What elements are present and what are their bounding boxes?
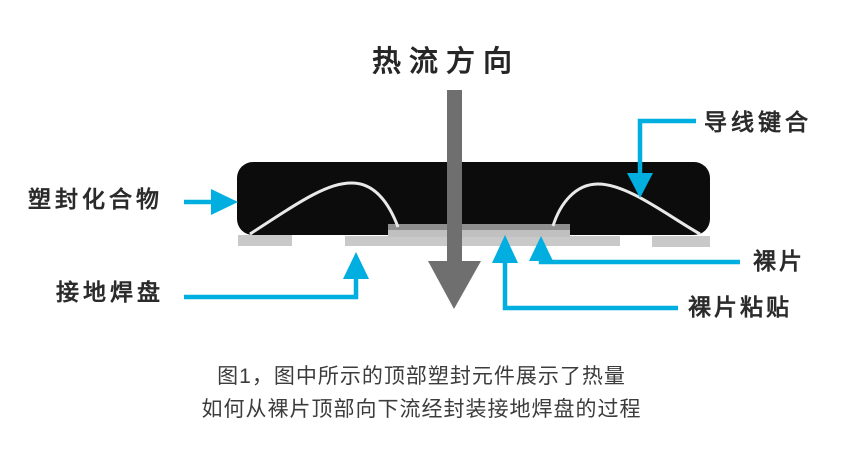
center-ground-pad xyxy=(345,236,620,246)
die-attach-arrowhead xyxy=(492,235,518,263)
ground-pad-callout-arrow xyxy=(184,252,369,300)
die-attach-arrow-line xyxy=(502,263,678,311)
label-wire-bond: 导线键合 xyxy=(704,109,812,135)
figure-caption: 图1，图中所示的顶部塑封元件展示了热量 如何从裸片顶部向下流经封装接地焊盘的过程 xyxy=(0,360,843,426)
wire-bond-arrowhead xyxy=(627,173,653,198)
label-ground-pad: 接地焊盘 xyxy=(56,279,164,305)
left-lead-pad xyxy=(238,235,292,246)
molding-compound-body xyxy=(237,162,710,235)
molding-compound-callout-arrow xyxy=(184,189,238,215)
left-bond-wire xyxy=(249,181,400,236)
wire-bond-callout-arrow xyxy=(627,118,696,198)
die-attach-strip xyxy=(388,229,570,237)
molding-compound-arrowhead xyxy=(211,189,238,215)
diagram-title: 热流方向 xyxy=(372,46,521,78)
label-molding-compound: 塑封化合物 xyxy=(28,186,163,212)
ground-pads xyxy=(238,235,710,247)
ground-pad-arrow-line xyxy=(184,278,359,300)
heat-flow-arrowhead xyxy=(428,261,481,309)
right-lead-pad xyxy=(652,236,710,247)
die-attach-callout-arrow xyxy=(492,235,678,311)
die-callout-arrow xyxy=(529,236,740,265)
die-strip xyxy=(388,224,570,230)
caption-line-1: 图1，图中所示的顶部塑封元件展示了热量 xyxy=(217,365,626,388)
heat-flow-arrow xyxy=(428,90,481,309)
right-bond-wire xyxy=(551,182,701,236)
heat-flow-arrow-shaft xyxy=(447,90,462,263)
die-arrow-line xyxy=(538,259,740,265)
die-arrowhead xyxy=(529,236,553,261)
label-die: 裸片 xyxy=(753,248,805,274)
wire-bond-arrow-line xyxy=(637,118,696,174)
ground-pad-arrowhead xyxy=(343,252,369,279)
label-die-attach: 裸片粘贴 xyxy=(688,294,792,320)
caption-line-2: 如何从裸片顶部向下流经封装接地焊盘的过程 xyxy=(201,398,642,421)
